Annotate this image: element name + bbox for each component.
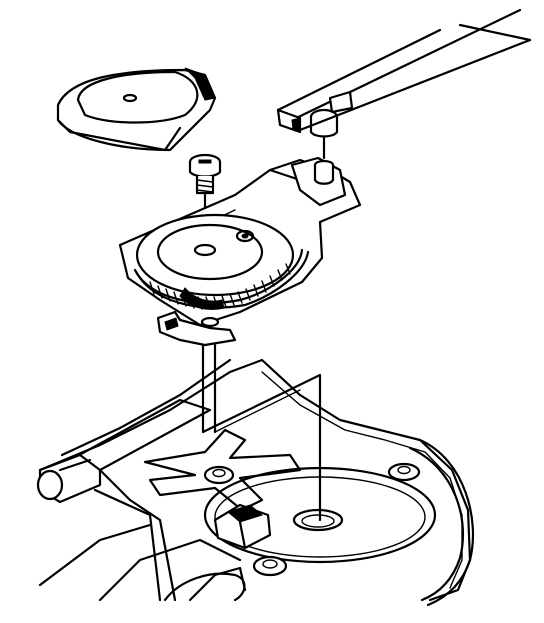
washer-nut [203, 462, 421, 577]
knob-cover [56, 67, 217, 152]
base-plate [38, 358, 472, 602]
guide-lines [201, 193, 322, 522]
base-post [213, 503, 272, 550]
x-cutout [143, 428, 302, 512]
pin-post [309, 108, 339, 185]
motor-assembly [118, 156, 362, 327]
rail-bracket [276, 8, 532, 134]
screw [188, 153, 222, 195]
curved-rod [408, 438, 474, 607]
mounting-tab [156, 310, 237, 347]
bearing-bushing [36, 453, 102, 504]
